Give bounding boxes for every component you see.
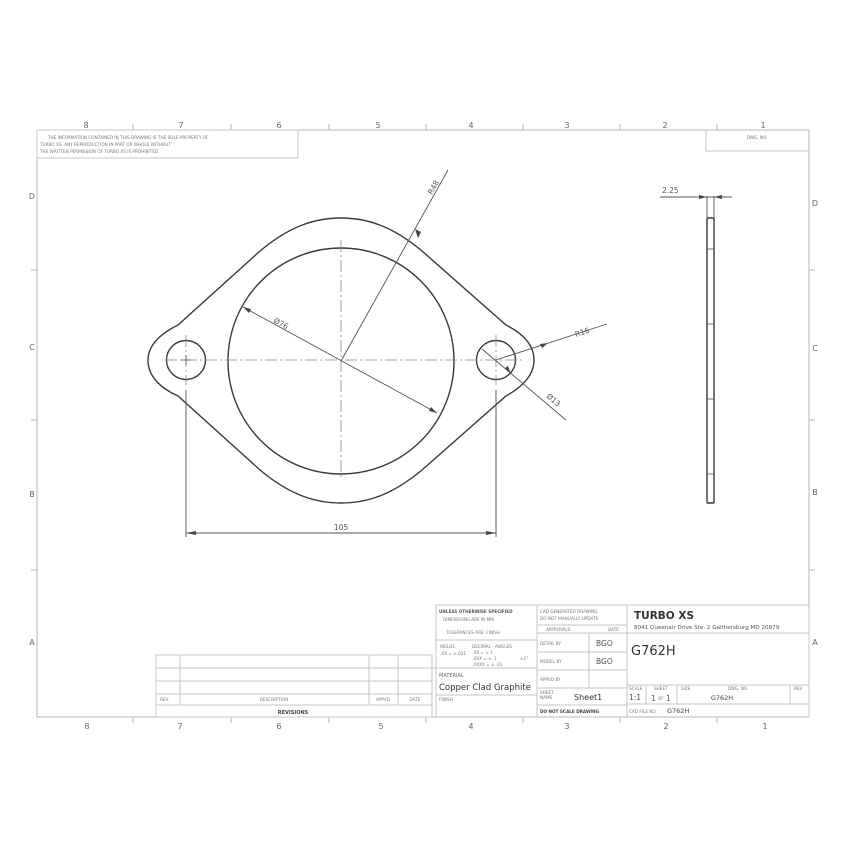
cad-note-1: CAD GENERATED DRAWING, — [540, 609, 599, 614]
title-block: UNLESS OTHERWISE SPECIFIED DIMENSIONS AR… — [431, 604, 810, 717]
zone-ticks — [31, 124, 815, 723]
r16-leader — [495, 323, 608, 361]
do-not-scale: DO NOT SCALE DRAWING — [540, 709, 600, 714]
cad-file-value: G762H — [667, 707, 689, 715]
rev-header: REV. — [160, 697, 169, 702]
zone-labels-top: 8 7 6 5 4 3 2 1 — [83, 121, 765, 130]
d76-leader — [242, 306, 438, 414]
detail-by-value: BGO — [596, 639, 613, 648]
date-header: DATE — [410, 697, 421, 702]
zone-labels-side: D C B A D C B A — [29, 192, 818, 647]
zone-3: 3 — [564, 121, 569, 130]
dim-d76: Ø76 — [272, 316, 290, 331]
side-profile — [706, 217, 715, 504]
zone-7: 7 — [178, 121, 183, 130]
dim-r16: R16 — [574, 326, 591, 339]
dwg-no-value: G762H — [711, 694, 733, 702]
approvals-label: APPROVALS — [546, 627, 571, 632]
unless-specified: UNLESS OTHERWISE SPECIFIED — [439, 609, 513, 614]
size-label: SIZE — [681, 686, 691, 691]
zone-3: 3 — [564, 722, 569, 731]
sheet-total: 1 — [666, 694, 671, 703]
material-label: MATERIAL — [439, 673, 464, 679]
zone-6: 6 — [276, 121, 281, 130]
zone-c: C — [812, 344, 818, 353]
sheet-label: SHEET — [654, 686, 668, 691]
front-view: R48 Ø76 R16 Ø13 105 — [147, 169, 608, 537]
dim-thickness: 2.25 — [662, 186, 679, 195]
cad-file-label: CAD FILE NO. — [629, 709, 657, 714]
zone-c: C — [29, 343, 35, 352]
zone-b: B — [812, 488, 818, 497]
material-value: Copper Clad Graphite — [439, 683, 531, 693]
notice-line-1: THE INFORMATION CONTAINED IN THIS DRAWIN… — [47, 135, 209, 140]
finish-label: FINISH — [439, 697, 453, 702]
welds-value: .XX = ±.031 — [440, 651, 466, 656]
revisions-title: REVISIONS — [278, 710, 309, 716]
sheet-name-label-2: NAME — [540, 695, 553, 700]
zone-8: 8 — [84, 722, 89, 731]
zone-2: 2 — [662, 121, 667, 130]
company-address: 8041 Queenair Drive Ste. 2 Gaithersburg … — [634, 625, 780, 631]
zone-5: 5 — [378, 722, 383, 731]
zone-2: 2 — [663, 722, 668, 731]
zone-a: A — [812, 638, 818, 647]
sheet-name-value: Sheet1 — [574, 693, 602, 702]
zone-7: 7 — [177, 722, 182, 731]
zone-b: B — [29, 490, 35, 499]
description-header: DESCRIPTION — [260, 697, 288, 702]
decimal-xxx: .XXX = ± .1 — [472, 656, 497, 661]
notice-line-2: TURBO XS. ANY REPRODUCTION IN PART OR WH… — [39, 142, 171, 147]
zone-d: D — [29, 192, 35, 201]
decimal-label: DECIMAL - ANGLES — [472, 644, 512, 649]
side-view: 2.25 — [660, 186, 732, 504]
sheet-of: OF — [658, 696, 664, 701]
decimal-xx: .XX = ± 1 — [472, 650, 493, 655]
d13-leader — [481, 348, 567, 421]
model-by-value: BGO — [596, 657, 613, 666]
sheet-number: 1 — [651, 694, 656, 703]
units-note: DIMENSIONS ARE IN MM — [443, 617, 494, 622]
zone-4: 4 — [468, 121, 473, 130]
zone-8: 8 — [83, 121, 88, 130]
sheet-name-label-1: SHEET — [540, 690, 554, 695]
zone-labels-bottom: 8 7 6 5 4 3 2 1 — [84, 722, 767, 731]
finish-note: TOLERANCES ARE: FINISH — [445, 630, 500, 635]
scale-label: SCALE — [629, 686, 643, 691]
cad-note-2: DO NOT MANUALLY UPDATE — [540, 616, 599, 621]
dim-105: 105 — [334, 523, 349, 532]
scale-value: 1:1 — [629, 693, 641, 702]
company-name: TURBO XS — [634, 610, 694, 622]
dim-d13: Ø13 — [545, 392, 563, 409]
zone-d: D — [812, 199, 818, 208]
part-title: G762H — [631, 644, 676, 659]
angle-tolerance: ±1° — [520, 656, 528, 661]
zone-a: A — [29, 638, 35, 647]
detail-by-label: DETAIL BY — [540, 641, 562, 646]
zone-1: 1 — [762, 722, 767, 731]
r48-leader — [340, 169, 449, 362]
dim-r48: R48 — [426, 179, 441, 196]
top-dwg-no-label: DWG. NO. — [747, 135, 768, 140]
gasket-outline — [147, 217, 535, 504]
zone-6: 6 — [276, 722, 281, 731]
dwg-no-label: DWG. NO. — [728, 686, 749, 691]
decimal-xxxx: .XXXX = ± .01 — [472, 662, 503, 667]
zone-4: 4 — [468, 722, 473, 731]
top-dwg-no-box: DWG. NO. — [705, 130, 809, 152]
approvals-date-label: DATE — [608, 627, 619, 632]
approved-by-label: APPVD BY — [540, 677, 561, 682]
approved-header: APPVD — [376, 697, 390, 702]
welds-label: WELDS — [440, 644, 455, 649]
model-by-label: MODEL BY — [540, 659, 562, 664]
notice-line-3: THE WRITTEN PERMISSION OF TURBO XS IS PR… — [39, 149, 159, 154]
revisions-table: REV. DESCRIPTION APPVD DATE REVISIONS — [155, 654, 433, 718]
zone-5: 5 — [375, 121, 380, 130]
proprietary-notice: THE INFORMATION CONTAINED IN THIS DRAWIN… — [36, 129, 299, 159]
rev-label: REV — [794, 686, 803, 691]
zone-1: 1 — [760, 121, 765, 130]
